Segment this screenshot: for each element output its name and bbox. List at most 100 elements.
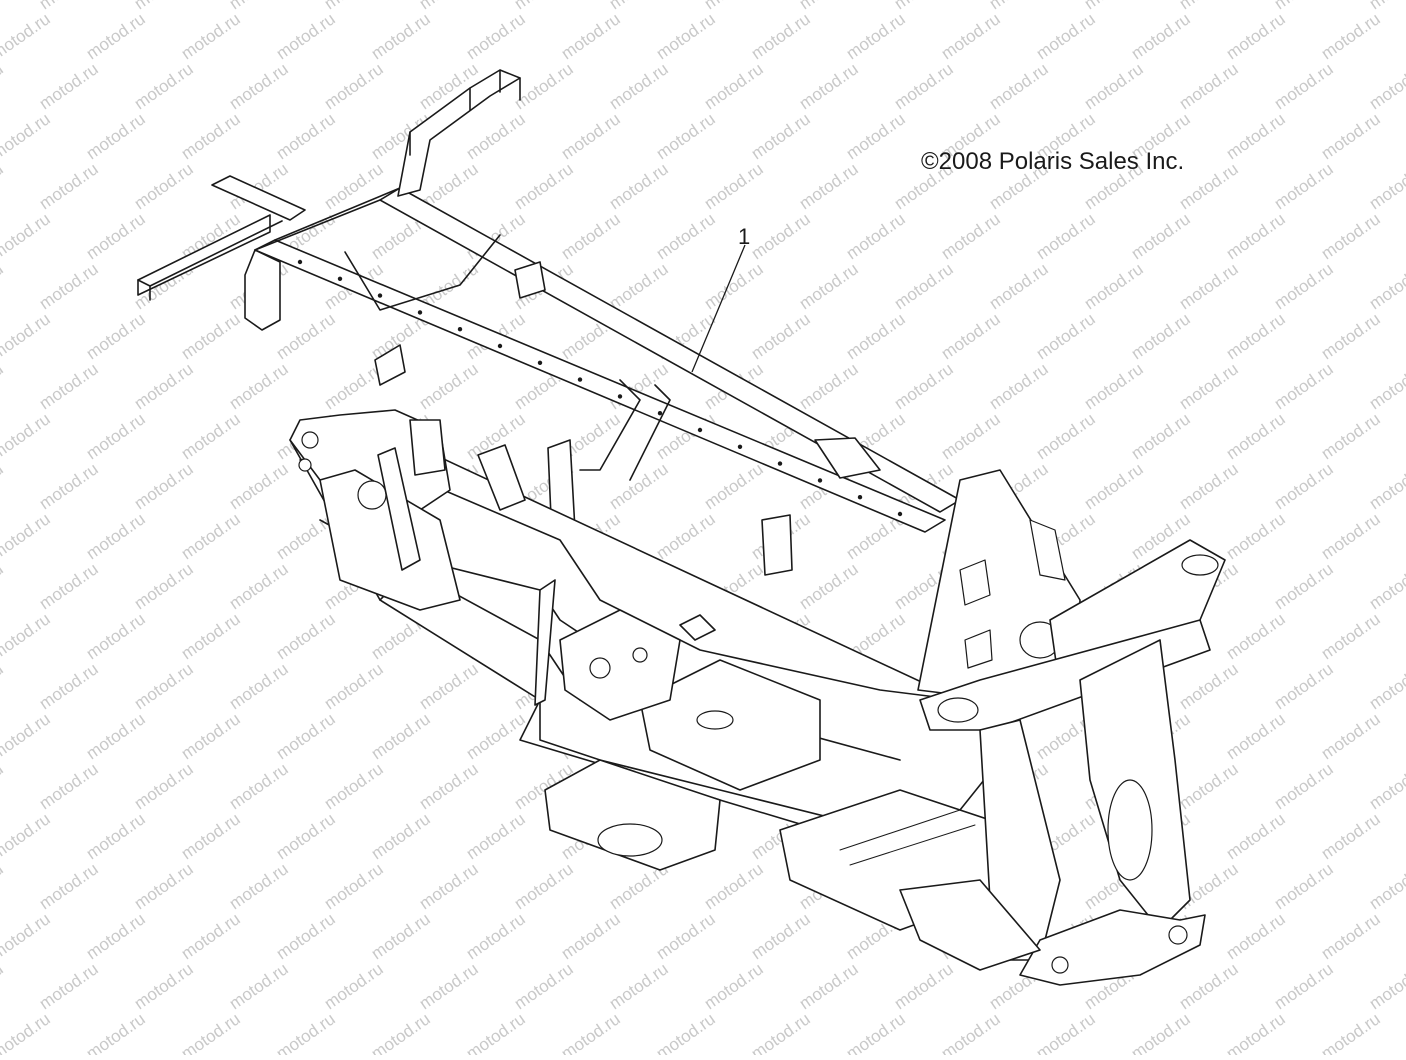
watermark-text: motod.ru bbox=[938, 9, 1004, 63]
watermark-text: motod.ru bbox=[0, 809, 54, 863]
watermark-text: motod.ru bbox=[606, 59, 672, 113]
watermark-text: motod.ru bbox=[83, 109, 149, 163]
watermark-text: motod.ru bbox=[0, 359, 7, 413]
watermark-text: motod.ru bbox=[321, 0, 387, 13]
watermark-text: motod.ru bbox=[891, 59, 957, 113]
watermark-text: motod.ru bbox=[796, 559, 862, 613]
watermark-text: motod.ru bbox=[0, 309, 54, 363]
watermark-text: motod.ru bbox=[83, 209, 149, 263]
watermark-text: motod.ru bbox=[1271, 59, 1337, 113]
copyright-notice: ©2008 Polaris Sales Inc. bbox=[921, 148, 1185, 175]
watermark-text: motod.ru bbox=[1318, 109, 1384, 163]
watermark-text: motod.ru bbox=[178, 509, 244, 563]
watermark-text: motod.ru bbox=[416, 859, 482, 913]
watermark-text: motod.ru bbox=[1318, 309, 1384, 363]
watermark-text: motod.ru bbox=[1081, 0, 1147, 13]
callout-1: 1 bbox=[691, 224, 750, 373]
watermark-text: motod.ru bbox=[511, 0, 577, 13]
watermark-text: motod.ru bbox=[226, 859, 292, 913]
watermark-text: motod.ru bbox=[178, 309, 244, 363]
watermark-text: motod.ru bbox=[463, 1009, 529, 1055]
watermark-text: motod.ru bbox=[748, 909, 814, 963]
watermark-text: motod.ru bbox=[0, 659, 7, 713]
watermark-text: motod.ru bbox=[131, 559, 197, 613]
watermark-text: motod.ru bbox=[416, 659, 482, 713]
watermark-text: motod.ru bbox=[796, 359, 862, 413]
watermark-text: motod.ru bbox=[463, 109, 529, 163]
watermark-text: motod.ru bbox=[558, 109, 624, 163]
watermark-text: motod.ru bbox=[701, 59, 767, 113]
watermark-text: motod.ru bbox=[226, 459, 292, 513]
watermark-text: motod.ru bbox=[511, 859, 577, 913]
watermark-text: motod.ru bbox=[1223, 309, 1289, 363]
watermark-text: motod.ru bbox=[368, 909, 434, 963]
watermark-text: motod.ru bbox=[891, 0, 957, 13]
watermark-text: motod.ru bbox=[1176, 959, 1242, 1013]
watermark-text: motod.ru bbox=[0, 1009, 54, 1055]
watermark-text: motod.ru bbox=[1223, 509, 1289, 563]
watermark-text: motod.ru bbox=[0, 9, 54, 63]
watermark-text: motod.ru bbox=[1271, 359, 1337, 413]
watermark-text: motod.ru bbox=[0, 459, 7, 513]
watermark-text: motod.ru bbox=[0, 959, 7, 1013]
watermark-text: motod.ru bbox=[1176, 59, 1242, 113]
watermark-text: motod.ru bbox=[83, 709, 149, 763]
watermark-text: motod.ru bbox=[1271, 859, 1337, 913]
watermark-text: motod.ru bbox=[1176, 759, 1242, 813]
watermark-text: motod.ru bbox=[0, 709, 54, 763]
watermark-text: motod.ru bbox=[0, 559, 7, 613]
watermark-text: motod.ru bbox=[1033, 309, 1099, 363]
watermark-text: motod.ru bbox=[463, 909, 529, 963]
watermark-text: motod.ru bbox=[891, 959, 957, 1013]
watermark-text: motod.ru bbox=[131, 959, 197, 1013]
watermark-text: motod.ru bbox=[938, 309, 1004, 363]
watermark-text: motod.ru bbox=[0, 409, 54, 463]
watermark-text: motod.ru bbox=[226, 559, 292, 613]
watermark-text: motod.ru bbox=[1128, 209, 1194, 263]
watermark-text: motod.ru bbox=[1318, 209, 1384, 263]
watermark-text: motod.ru bbox=[36, 759, 102, 813]
watermark-text: motod.ru bbox=[1366, 259, 1406, 313]
watermark-text: motod.ru bbox=[701, 0, 767, 13]
watermark-text: motod.ru bbox=[938, 209, 1004, 263]
watermark-text: motod.ru bbox=[558, 1009, 624, 1055]
watermark-text: motod.ru bbox=[416, 359, 482, 413]
watermark-text: motod.ru bbox=[748, 109, 814, 163]
watermark-text: motod.ru bbox=[83, 809, 149, 863]
watermark-text: motod.ru bbox=[416, 959, 482, 1013]
watermark-text: motod.ru bbox=[0, 259, 7, 313]
watermark-text: motod.ru bbox=[36, 859, 102, 913]
watermark-text: motod.ru bbox=[1223, 609, 1289, 663]
watermark-text: motod.ru bbox=[321, 859, 387, 913]
watermark-text: motod.ru bbox=[131, 659, 197, 713]
watermark-text: motod.ru bbox=[178, 109, 244, 163]
watermark-text: motod.ru bbox=[511, 159, 577, 213]
watermark-text: motod.ru bbox=[1271, 659, 1337, 713]
watermark-text: motod.ru bbox=[273, 609, 339, 663]
watermark-text: motod.ru bbox=[36, 459, 102, 513]
watermark-text: motod.ru bbox=[1271, 959, 1337, 1013]
watermark-text: motod.ru bbox=[701, 259, 767, 313]
watermark-text: motod.ru bbox=[178, 9, 244, 63]
watermark-text: motod.ru bbox=[1318, 809, 1384, 863]
watermark-text: motod.ru bbox=[558, 909, 624, 963]
watermark-text: motod.ru bbox=[653, 209, 719, 263]
watermark-text: motod.ru bbox=[748, 309, 814, 363]
watermark-text: motod.ru bbox=[226, 959, 292, 1013]
watermark-text: motod.ru bbox=[748, 209, 814, 263]
watermark-text: motod.ru bbox=[1223, 909, 1289, 963]
watermark-text: motod.ru bbox=[1223, 409, 1289, 463]
watermark-text: motod.ru bbox=[701, 159, 767, 213]
watermark-text: motod.ru bbox=[653, 109, 719, 163]
watermark-text: motod.ru bbox=[226, 359, 292, 413]
watermark-text: motod.ru bbox=[1366, 159, 1406, 213]
watermark-text: motod.ru bbox=[416, 759, 482, 813]
watermark-text: motod.ru bbox=[796, 59, 862, 113]
watermark-text: motod.ru bbox=[0, 609, 54, 663]
watermark-text: motod.ru bbox=[416, 0, 482, 13]
watermark-text: motod.ru bbox=[891, 259, 957, 313]
watermark-text: motod.ru bbox=[83, 909, 149, 963]
watermark-text: motod.ru bbox=[0, 909, 54, 963]
watermark-text: motod.ru bbox=[36, 559, 102, 613]
frame-drawing bbox=[137, 69, 1226, 986]
